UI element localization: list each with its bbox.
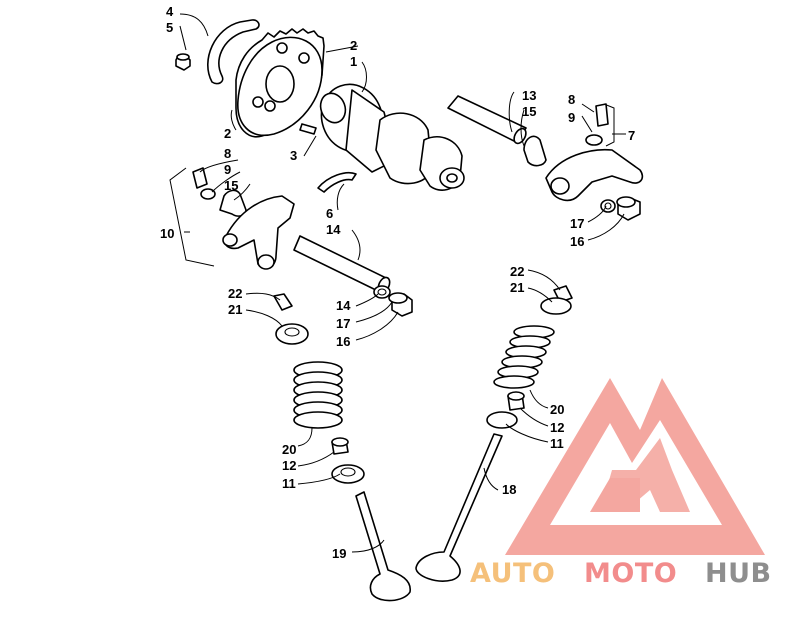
callout-label: 12 [282,458,296,473]
callout-label: 13 [522,88,536,103]
callout-label: 15 [522,104,536,119]
callout-label: 16 [570,234,584,249]
callout-label: 14 [326,222,341,237]
callout-label: 2 [350,38,357,53]
callout-label: 9 [224,162,231,177]
leader-lines [169,13,626,553]
callout-labels: 4 5 2 1 2 3 8 9 15 10 6 14 13 15 8 9 7 1… [160,4,635,561]
callout-label: 17 [570,216,584,231]
callout-label: 8 [224,146,231,161]
callout-label: 7 [628,128,635,143]
callout-label: 19 [332,546,346,561]
callout-label: 17 [336,316,350,331]
callout-label: 21 [228,302,242,317]
callout-label: 11 [550,436,564,451]
watermark-moto: MOTO [584,558,677,589]
callout-label: 14 [336,298,351,313]
callout-label: 6 [326,206,333,221]
callout-label: 4 [166,4,174,19]
right-valve-train [415,285,573,582]
callout-label: 9 [568,110,575,125]
callout-label: 20 [550,402,564,417]
right-rocker-assembly [447,95,644,221]
snap-ring-part [207,19,260,85]
callout-label: 12 [550,420,564,435]
watermark-hub: HUB [705,558,772,589]
callout-label: 22 [510,264,524,279]
cam-gear-part [235,28,325,138]
callout-label: 2 [224,126,231,141]
camshaft-part [319,83,465,191]
callout-label: 8 [568,92,575,107]
callout-label: 10 [160,226,174,241]
watermark-logo [505,378,765,555]
left-valve-train [273,293,411,602]
callout-label: 5 [166,20,173,35]
callout-label: 18 [502,482,516,497]
callout-label: 21 [510,280,524,295]
left-rocker-assembly [192,167,413,317]
callout-label: 16 [336,334,350,349]
callout-label: 3 [290,148,297,163]
callout-label: 1 [350,54,357,69]
callout-label: 11 [282,476,296,491]
pin-part [299,123,317,135]
callout-label: 20 [282,442,296,457]
bolt-part [175,53,191,71]
watermark-auto: AUTO [470,558,555,589]
retainer-clip-part [317,172,357,193]
callout-label: 22 [228,286,242,301]
callout-label: 15 [224,178,238,193]
